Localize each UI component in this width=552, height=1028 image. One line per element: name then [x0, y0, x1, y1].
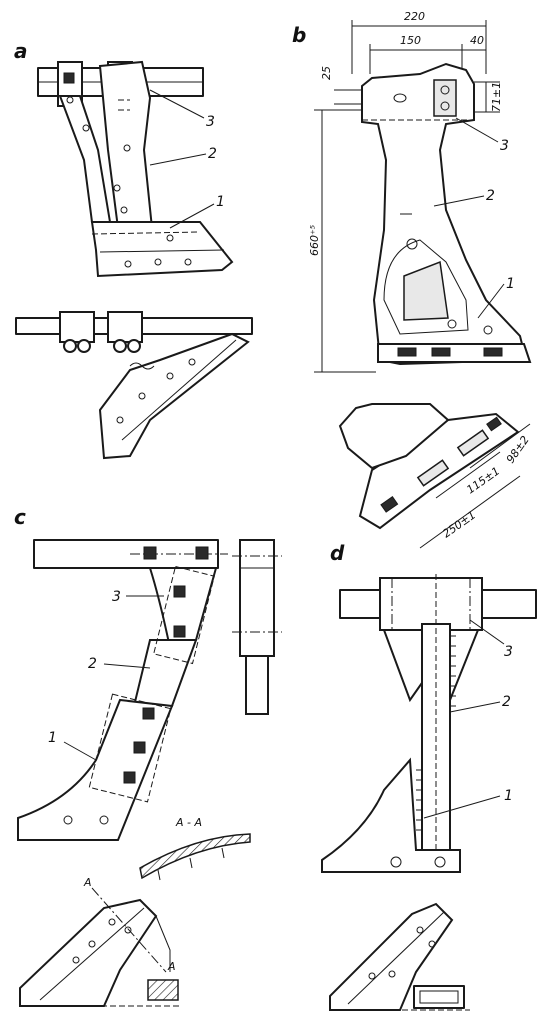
panel-d-part-3-label: 3 [504, 644, 513, 660]
panel-c-plan-beam-section [147, 979, 179, 1001]
panel-c-part-3-label: 3 [112, 589, 121, 605]
panel-c-section-aa [139, 833, 251, 880]
panel-b-dim-250: 250±1 [440, 508, 478, 540]
panel-b-standard [361, 62, 528, 366]
panel-a-plan-clamp-right [107, 311, 143, 343]
panel-b-dim-220: 220 [404, 10, 425, 23]
panel-b-dim-115: 115±1 [464, 464, 502, 496]
panel-b-dim-71: 71±1 [490, 82, 503, 112]
panel-b-slot [433, 79, 457, 117]
panel-d-part-2-label: 2 [502, 694, 511, 710]
panel-c-part-2-label: 2 [88, 656, 97, 672]
panel-d-gusset-left [382, 629, 428, 703]
panel-c-section-mark-1: A [83, 876, 92, 889]
panel-c: c 3 2 1 A - A [14, 505, 282, 1007]
panel-a-standard-rear [58, 95, 112, 223]
panel-c-part-1-label: 1 [48, 730, 57, 746]
panel-b-dim-25: 25 [320, 66, 333, 80]
panel-b-dim-660: 660⁺⁵ [308, 225, 321, 256]
panel-b-label: b [292, 23, 306, 47]
panel-c-label: c [14, 505, 26, 529]
panel-d-clamp [379, 577, 483, 631]
panel-a-plan-clamp-left [59, 311, 95, 343]
panel-c-beam [33, 539, 219, 569]
panel-d-share [321, 757, 461, 873]
panel-d-plan-beam-section [413, 985, 465, 1009]
panel-b-part-1-label: 1 [506, 276, 515, 292]
panel-c-plan-share [19, 898, 158, 1007]
panel-b-part-2-label: 2 [486, 188, 495, 204]
panel-a-part-3-label: 3 [206, 114, 215, 130]
panel-a-part-2-label: 2 [208, 146, 217, 162]
panel-b: b 220 150 40 25 71±1 660⁺⁵ [292, 10, 532, 549]
panel-a-share [90, 221, 234, 278]
panel-d-part-1-label: 1 [504, 788, 513, 804]
panel-c-share [17, 698, 174, 841]
panel-a-label: a [14, 39, 28, 63]
panel-b-dim-150: 150 [400, 34, 421, 47]
panel-c-section-mark-2: A [167, 960, 176, 973]
panel-c-standard [132, 639, 198, 707]
panel-b-part-3-label: 3 [500, 138, 509, 154]
panel-a-part-1-label: 1 [216, 194, 225, 210]
panel-c-side-view [239, 539, 275, 657]
panel-d-plan-share [329, 902, 454, 1011]
panel-c-section-title: A - A [175, 816, 202, 829]
panel-b-dim-40: 40 [470, 34, 484, 47]
panel-d-label: d [330, 541, 345, 565]
panel-d: d 3 2 1 [321, 541, 537, 1011]
panel-a: a 3 2 1 [14, 39, 253, 460]
panel-b-standard-view [338, 403, 450, 470]
